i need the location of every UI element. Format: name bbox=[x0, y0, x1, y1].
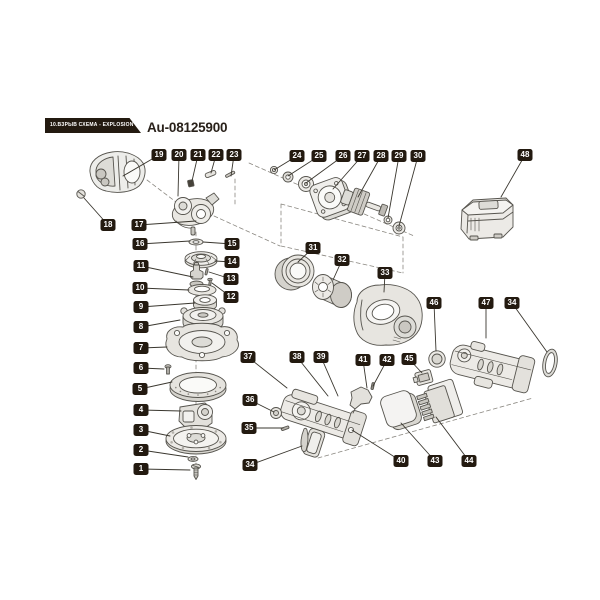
callout-4: 4 bbox=[133, 404, 149, 416]
callout-27: 27 bbox=[354, 150, 370, 162]
callout-36: 36 bbox=[242, 394, 258, 406]
callout-30: 30 bbox=[410, 150, 426, 162]
part-washer-2 bbox=[187, 456, 199, 462]
part-spindle-11 bbox=[189, 262, 204, 288]
callout-37: 37 bbox=[240, 351, 256, 363]
callout-26: 26 bbox=[335, 150, 351, 162]
callout-6: 6 bbox=[133, 362, 149, 374]
part-battery-pack bbox=[460, 197, 514, 241]
part-electronic-module-44 bbox=[416, 378, 464, 424]
part-bearing-30 bbox=[392, 221, 406, 235]
part-right-housing-half bbox=[449, 341, 536, 394]
callout-48: 48 bbox=[517, 149, 533, 161]
part-side-strip-34 bbox=[300, 427, 309, 453]
part-screw-1 bbox=[190, 463, 202, 480]
callout-33: 33 bbox=[377, 267, 393, 279]
callout-45: 45 bbox=[401, 353, 417, 365]
callout-15: 15 bbox=[224, 238, 240, 250]
callout-29: 29 bbox=[391, 150, 407, 162]
callout-34: 34 bbox=[504, 297, 520, 309]
callout-9: 9 bbox=[133, 301, 149, 313]
callout-44: 44 bbox=[461, 455, 477, 467]
callout-21: 21 bbox=[190, 149, 206, 161]
part-button-46 bbox=[428, 350, 446, 368]
part-pin-23 bbox=[225, 170, 236, 178]
callout-22: 22 bbox=[208, 149, 224, 161]
callout-40: 40 bbox=[393, 455, 409, 467]
part-button-36 bbox=[270, 407, 282, 419]
callout-23: 23 bbox=[226, 149, 242, 161]
callout-47: 47 bbox=[478, 297, 494, 309]
part-gear-cover bbox=[89, 151, 146, 193]
part-switch-45 bbox=[412, 369, 434, 386]
part-motor-housing-33 bbox=[353, 284, 423, 346]
model-code: Au-08125900 bbox=[147, 120, 228, 135]
part-gear-head bbox=[171, 192, 220, 236]
callout-19: 19 bbox=[151, 149, 167, 161]
callout-10: 10 bbox=[132, 282, 148, 294]
part-foam-pad-43 bbox=[380, 390, 422, 431]
callout-41: 41 bbox=[355, 354, 371, 366]
callout-38: 38 bbox=[289, 351, 305, 363]
callout-8: 8 bbox=[133, 321, 149, 333]
part-oval-gasket-34 bbox=[542, 348, 558, 378]
part-switch-lever-41 bbox=[349, 386, 373, 414]
callout-46: 46 bbox=[426, 297, 442, 309]
part-screw-6 bbox=[164, 364, 172, 375]
callout-24: 24 bbox=[289, 150, 305, 162]
callout-14: 14 bbox=[224, 256, 240, 268]
part-fan-14 bbox=[184, 251, 218, 269]
part-ring-16 bbox=[188, 238, 204, 246]
callout-31: 31 bbox=[305, 242, 321, 254]
scheme-label-flag: 10.ВЗРЫВ СХЕМА - EXPLOSION SCHEME bbox=[45, 118, 141, 133]
part-washer-24 bbox=[269, 165, 279, 175]
part-screw-18 bbox=[76, 189, 86, 199]
callout-13: 13 bbox=[223, 273, 239, 285]
callout-35: 35 bbox=[241, 422, 257, 434]
callout-12: 12 bbox=[223, 291, 239, 303]
part-screw-12 bbox=[207, 277, 213, 286]
part-left-housing-half bbox=[280, 388, 367, 458]
callout-16: 16 bbox=[132, 238, 148, 250]
part-flange-plate-27 bbox=[309, 177, 355, 221]
callout-7: 7 bbox=[133, 342, 149, 354]
callout-34: 34 bbox=[242, 459, 258, 471]
callout-18: 18 bbox=[100, 219, 116, 231]
callout-25: 25 bbox=[311, 150, 327, 162]
callout-11: 11 bbox=[133, 260, 149, 272]
callout-3: 3 bbox=[133, 424, 149, 436]
part-stator-ring-31 bbox=[274, 254, 315, 291]
part-washer-10 bbox=[187, 284, 217, 296]
part-rotor-core-32 bbox=[312, 274, 352, 308]
callout-1: 1 bbox=[133, 463, 149, 475]
part-plate-22 bbox=[204, 170, 217, 179]
callout-28: 28 bbox=[373, 150, 389, 162]
part-brake-ring-5 bbox=[169, 372, 227, 402]
callout-42: 42 bbox=[379, 354, 395, 366]
callout-20: 20 bbox=[171, 149, 187, 161]
part-rotor-28 bbox=[340, 187, 389, 217]
part-backing-pad-3 bbox=[165, 425, 227, 455]
part-key-21 bbox=[187, 179, 195, 188]
callout-5: 5 bbox=[132, 383, 148, 395]
callout-43: 43 bbox=[427, 455, 443, 467]
callout-17: 17 bbox=[131, 219, 147, 231]
callout-39: 39 bbox=[313, 351, 329, 363]
part-pin-35 bbox=[280, 425, 290, 431]
callout-2: 2 bbox=[133, 444, 149, 456]
callout-32: 32 bbox=[334, 254, 350, 266]
part-counterweight-4 bbox=[178, 402, 213, 429]
part-pin-13 bbox=[204, 268, 209, 276]
part-housing-casting-7 bbox=[165, 322, 239, 362]
